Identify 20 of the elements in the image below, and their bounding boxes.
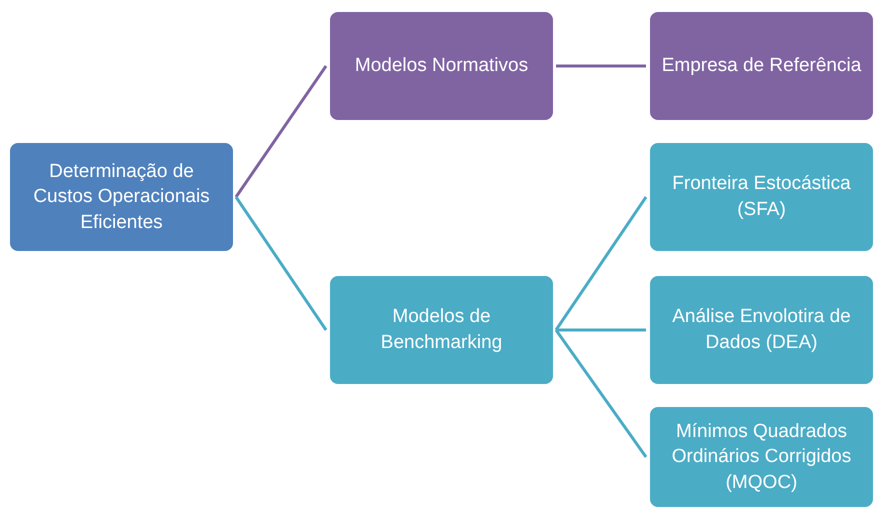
process-box [330, 276, 553, 384]
node-label: Análise Envolotira de Dados (DEA) [671, 305, 852, 355]
connector-line [554, 196, 648, 331]
node-label: Fronteira Estocástica (SFA) [671, 172, 852, 222]
process-box [330, 12, 553, 120]
node-label: Modelos de Benchmarking [380, 305, 504, 355]
process-box [650, 12, 873, 120]
node-label: Mínimos Quadrados Ordinários Corrigidos (MQOC) [670, 420, 852, 495]
connector-line [556, 328, 646, 332]
connector-line [556, 64, 646, 68]
node-label: Empresa de Referência [662, 54, 862, 78]
node-label: Modelos Normativos [354, 54, 528, 78]
connector-line [554, 329, 648, 458]
process-box [650, 276, 873, 384]
connector-line [234, 196, 328, 331]
connector-line [234, 65, 328, 198]
process-box [650, 143, 873, 251]
node-label: Determinação de Custos Operacionais Eficientes [32, 160, 211, 235]
process-box [650, 407, 873, 507]
process-box [10, 143, 233, 251]
